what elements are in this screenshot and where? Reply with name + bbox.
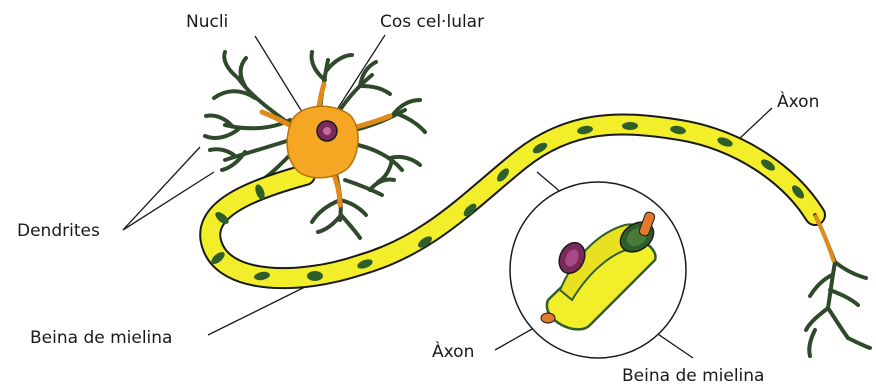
myelin-sheath-label: Beina de mielina — [30, 330, 172, 347]
myelin-sheath-inset-label: Beina de mielina — [622, 368, 764, 385]
axon-inset-label: Àxon — [432, 344, 474, 361]
axon-label: Àxon — [777, 94, 819, 111]
dendrites-label: Dendrites — [17, 223, 100, 240]
axon-top-leader-line — [738, 108, 772, 140]
cell-body — [287, 106, 358, 177]
nucleolus — [323, 127, 331, 135]
cell-body-leader-line — [338, 35, 385, 108]
cell-body-label: Cos cel·lular — [380, 14, 484, 31]
myelin-left-leader-line — [208, 282, 315, 335]
nucleus-label: Nucli — [186, 14, 228, 31]
axon-terminals — [806, 215, 870, 356]
axon-terminal-base — [815, 215, 834, 262]
